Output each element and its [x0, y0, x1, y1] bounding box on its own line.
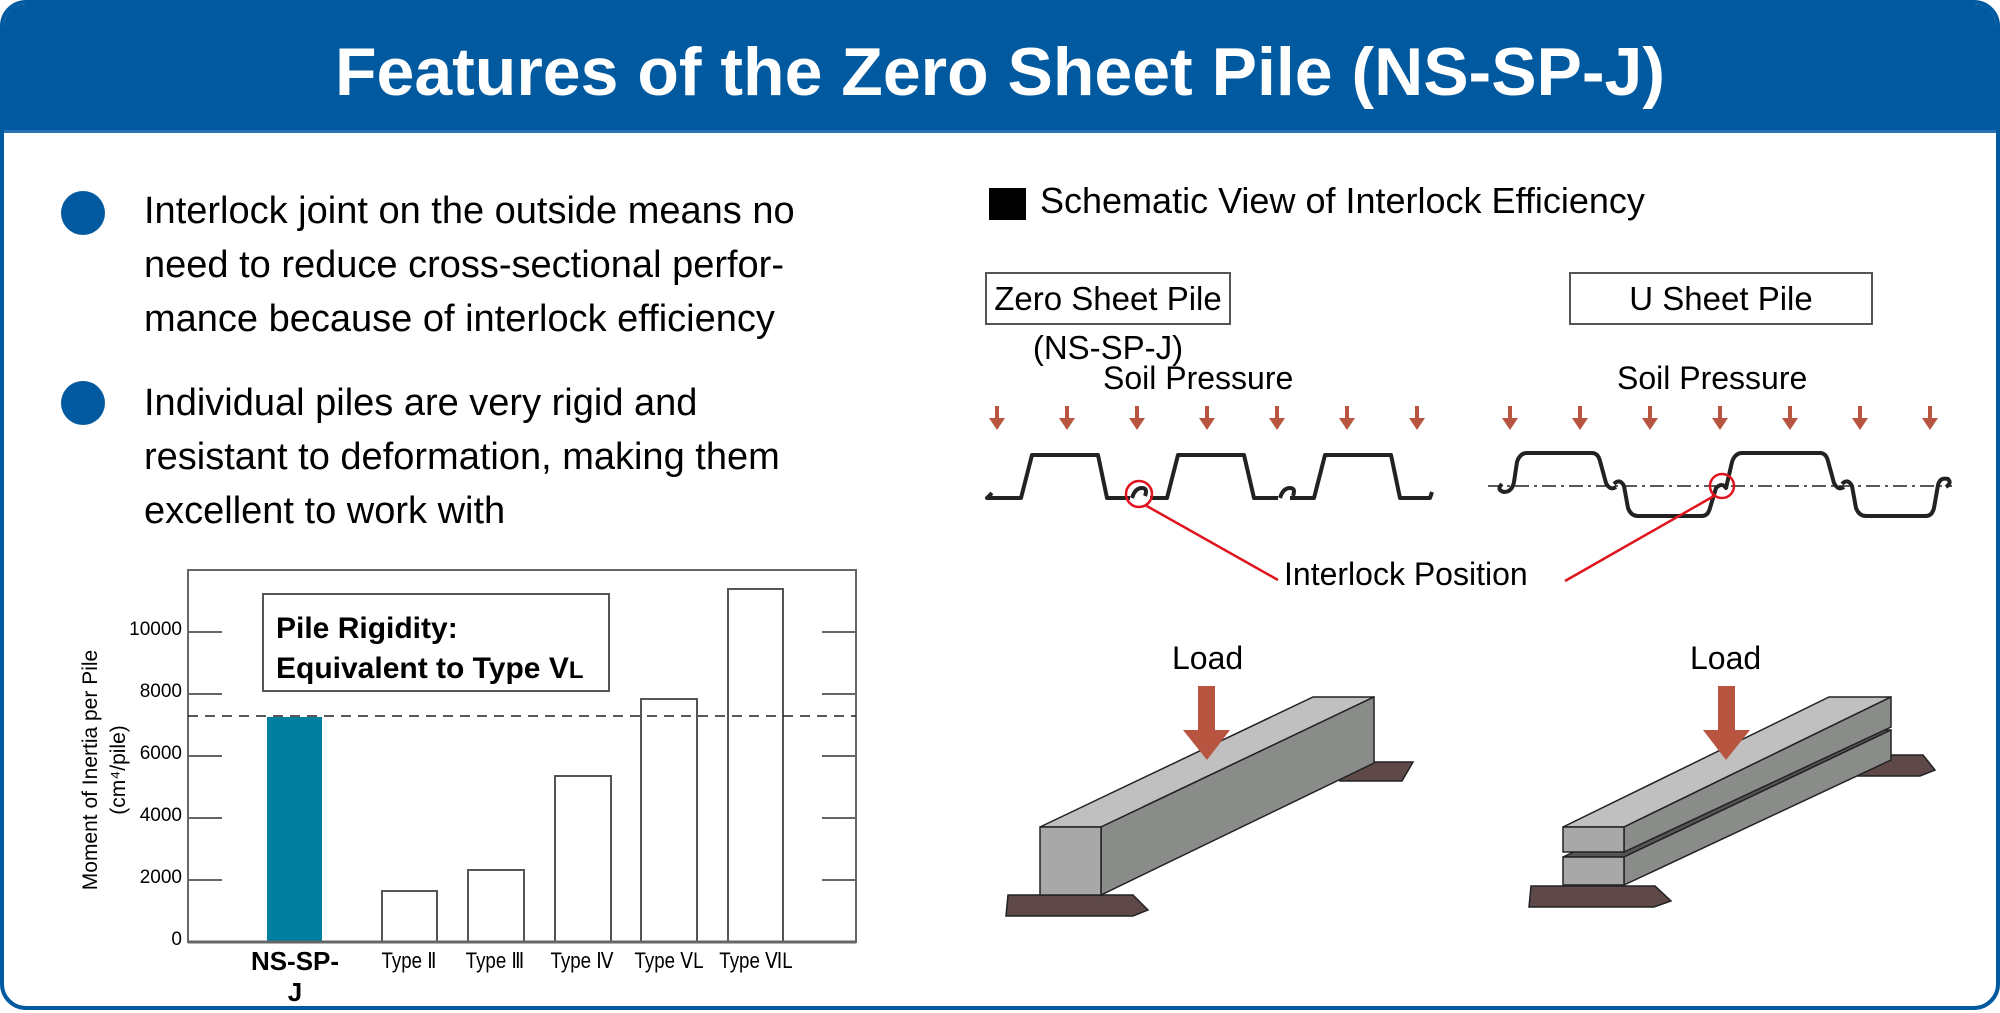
- bullet-text-1: Interlock joint on the outside means no …: [144, 184, 904, 346]
- x-label-type-3: Type Ⅲ: [465, 948, 525, 973]
- x-label-type-4: Type Ⅳ: [550, 948, 614, 973]
- u-pile-profile: [1488, 451, 1952, 518]
- soil-pressure-arrows-left: [989, 406, 1425, 430]
- soil-pressure-arrows-right: [1502, 406, 1938, 430]
- load-arrow-left: [1183, 686, 1230, 760]
- y-ticks-right: [822, 631, 856, 881]
- bar-type-5l: [640, 698, 698, 943]
- y-axis-unit: (cm⁴/pile): [107, 725, 130, 815]
- bullet-2-line-3: excellent to work with: [144, 490, 506, 532]
- annotation-subscript: L: [568, 657, 584, 684]
- annotation-line-2: Equivalent to Type VL: [276, 649, 608, 691]
- x-label-type-2: Type Ⅱ: [381, 948, 437, 973]
- soil-pressure-label-left: Soil Pressure: [1103, 360, 1294, 396]
- y-tick-2000: 2000: [139, 867, 182, 888]
- y-tick-4000: 4000: [139, 805, 182, 826]
- page-title: Features of the Zero Sheet Pile (NS-SP-J…: [334, 34, 1666, 110]
- bar-ns-sp-j: [267, 717, 322, 942]
- bullet-1-line-3: mance because of interlock efficiency: [144, 298, 775, 340]
- y-axis-title: Moment of Inertia per Pile: [79, 649, 102, 891]
- bullet-2-line-1: Individual piles are very rigid and: [144, 382, 698, 424]
- bar-type-6l: [727, 588, 784, 943]
- y-tick-8000: 8000: [139, 681, 182, 702]
- load-label-right: Load: [1690, 640, 1762, 676]
- bar-type-2: [381, 890, 438, 943]
- bar-type-3: [467, 869, 525, 943]
- interlock-position-label: Interlock Position: [1284, 556, 1528, 592]
- annotation-line-2-text: Equivalent to Type V: [276, 652, 569, 685]
- x-label-type-5l: Type ⅤL: [634, 948, 704, 973]
- bullet-1-line-1: Interlock joint on the outside means no: [144, 190, 795, 232]
- header-bar: Features of the Zero Sheet Pile (NS-SP-J…: [4, 4, 1996, 133]
- load-arrow-right: [1703, 686, 1750, 760]
- x-label-ns-sp-j: NS-SP-J: [250, 946, 340, 1007]
- bullet-text-2: Individual piles are very rigid and resi…: [144, 376, 904, 538]
- y-tick-6000: 6000: [139, 743, 182, 764]
- y-tick-10000: 10000: [129, 619, 182, 640]
- interlock-markers: [1124, 472, 1736, 583]
- bullet-1-line-2: need to reduce cross-sectional perfor-: [144, 244, 784, 286]
- y-tick-0: 0: [171, 929, 182, 950]
- section-marker-icon: [989, 188, 1026, 220]
- bullet-dot-1: [61, 191, 105, 235]
- u-pile-label: U Sheet Pile: [1569, 272, 1873, 325]
- load-label-left: Load: [1172, 640, 1244, 676]
- soil-pressure-label-right: Soil Pressure: [1617, 360, 1808, 396]
- annotation-line-1: Pile Rigidity:: [276, 612, 458, 645]
- zero-pile-label: Zero Sheet Pile (NS-SP-J): [985, 272, 1231, 366]
- chart-annotation-box: Pile Rigidity: Equivalent to Type VL: [262, 593, 610, 692]
- bar-type-4: [554, 775, 612, 943]
- layered-beam-diagram: [1528, 686, 1937, 908]
- y-ticks-left: [188, 631, 222, 881]
- bullet-dot-2: [61, 381, 105, 425]
- bar-chart: [187, 569, 857, 944]
- y-axis-label: Moment of Inertia per Pile (cm⁴/pile): [77, 570, 133, 970]
- solid-beam-diagram: [1005, 686, 1415, 917]
- x-label-type-6l: Type ⅥL: [719, 948, 793, 973]
- zero-pile-profile: [985, 453, 1434, 500]
- section-title: Schematic View of Interlock Efficiency: [1040, 180, 1645, 221]
- bullet-2-line-2: resistant to deformation, making them: [144, 436, 780, 478]
